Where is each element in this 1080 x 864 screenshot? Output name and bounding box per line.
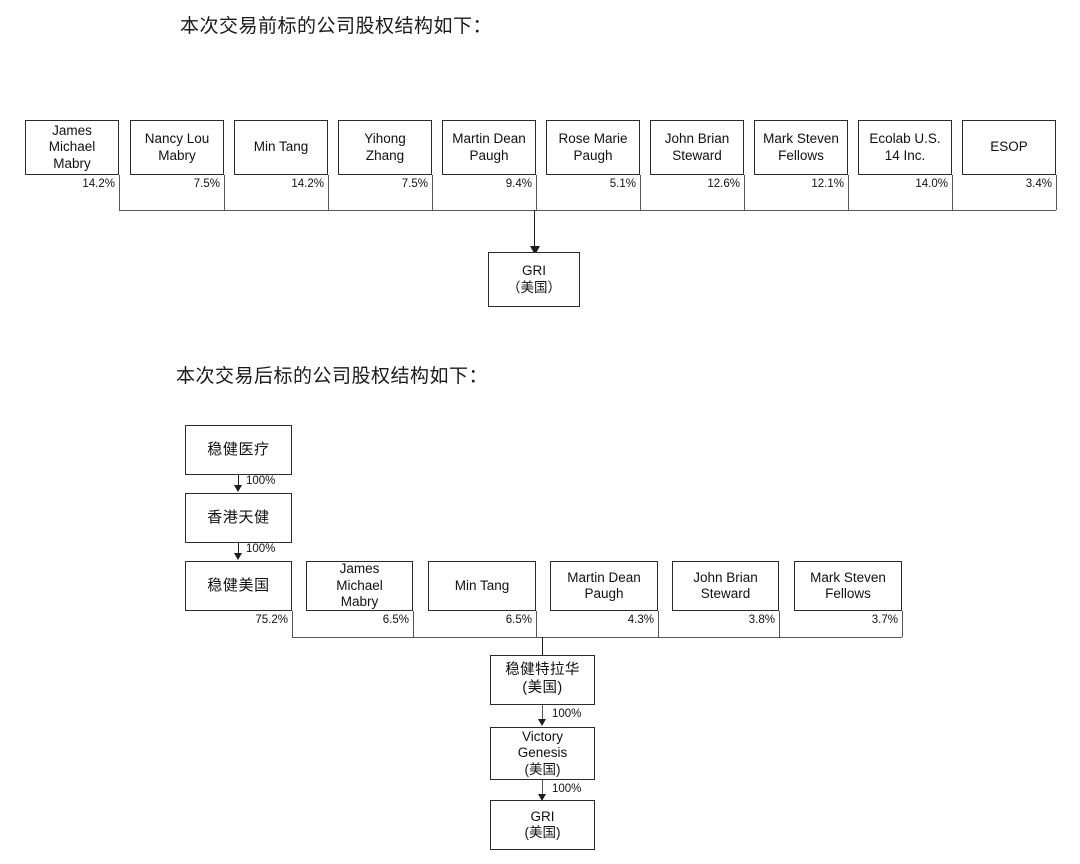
arrowhead-hk-to-usa [234, 553, 242, 560]
pct-hk-to-usa: 100% [246, 543, 276, 555]
pct-john-brian-steward: 3.8% [748, 614, 775, 626]
heading-before-transaction: 本次交易前标的公司股权结构如下： [180, 16, 493, 37]
node-winner-delaware-line2: (美国) [522, 680, 563, 696]
droplink-james-michael-mabry [413, 611, 414, 637]
node-before-label: ESOP [990, 139, 1028, 155]
pct-victory-to-gri: 100% [552, 783, 582, 795]
arrowhead-delaware-to-victory [538, 719, 546, 726]
droplink-稳健美国 [292, 611, 293, 637]
droplink-min-tang [536, 611, 537, 637]
node-winner-delaware-line1: 稳健特拉华 [505, 662, 580, 679]
droplink-mark-steven-fellows [848, 175, 849, 210]
pct-mark-steven-fellows: 3.7% [871, 614, 898, 626]
node-gri-after-line1: GRI [530, 808, 555, 824]
pct-mark-steven-fellows: 12.1% [811, 178, 844, 190]
node-before-target-arrowhead [529, 246, 540, 255]
droplink-john-brian-steward [744, 175, 745, 210]
droplink-mark-steven-fellows [902, 611, 903, 637]
droplink-john-brian-steward [779, 611, 780, 637]
connector-hk-to-usa [238, 543, 239, 554]
pct-esop: 3.4% [1025, 178, 1052, 190]
pct-john-brian-steward: 12.6% [707, 178, 740, 190]
node-before-label: Min Tang [253, 139, 309, 155]
node-before-bus [119, 210, 1056, 211]
heading-after-transaction: 本次交易后标的公司股权结构如下： [176, 366, 489, 387]
droplink-yihong-zhang [432, 175, 433, 210]
node-after-bus [292, 637, 902, 638]
pct-james-michael-mabry: 14.2% [82, 178, 115, 190]
pct-rose-marie-paugh: 5.1% [609, 178, 636, 190]
node-after-label: Min Tang [454, 577, 510, 593]
pct-min-tang: 14.2% [291, 178, 324, 190]
pct-martin-dean-paugh: 4.3% [627, 614, 654, 626]
node-hongkong-tianjian-label: 香港天健 [207, 508, 270, 526]
node-winner-medical-label: 稳健医疗 [207, 440, 270, 458]
droplink-james-michael-mabry [119, 175, 120, 210]
node-gri-before[interactable]: GRI （美国） [488, 252, 580, 307]
node-winner-medical[interactable]: 稳健医疗 [185, 425, 292, 475]
connector-delaware-to-victory [542, 705, 543, 721]
pct-james-michael-mabry: 6.5% [382, 614, 409, 626]
droplink-nancy-lou-mabry [224, 175, 225, 210]
arrowhead-victory-to-gri [538, 794, 546, 801]
node-after-稳健美国[interactable]: 稳健美国 [185, 561, 292, 611]
pct-delaware-to-victory: 100% [552, 708, 582, 720]
pct-nancy-lou-mabry: 7.5% [193, 178, 220, 190]
node-winner-delaware[interactable]: 稳健特拉华 (美国) [490, 655, 595, 705]
droplink-ecolab-u-s-14-inc [952, 175, 953, 210]
pct-ecolab-u-s-14-inc: 14.0% [915, 178, 948, 190]
pct-稳健美国: 75.2% [255, 614, 288, 626]
node-hongkong-tianjian[interactable]: 香港天健 [185, 493, 292, 543]
pct-martin-dean-paugh: 9.4% [505, 178, 532, 190]
node-gri-before-line1: GRI [521, 263, 546, 279]
node-after-target-connector [542, 637, 543, 657]
node-before-label: Ecolab U.S.14 Inc. [869, 131, 941, 163]
node-after-label: 稳健美国 [207, 576, 270, 594]
pct-min-tang: 6.5% [505, 614, 532, 626]
droplink-martin-dean-paugh [536, 175, 537, 210]
node-before-esop[interactable]: ESOP [962, 120, 1056, 175]
droplink-esop [1056, 175, 1057, 210]
droplink-martin-dean-paugh [658, 611, 659, 637]
droplink-rose-marie-paugh [640, 175, 641, 210]
connector-victory-to-gri [542, 780, 543, 796]
arrowhead-winner-to-hk [234, 485, 242, 492]
node-victory-genesis-line2: (美国) [524, 761, 561, 777]
node-before-min-tang[interactable]: Min Tang [234, 120, 328, 175]
node-after-min-tang[interactable]: Min Tang [428, 561, 536, 611]
node-gri-before-line2: （美国） [507, 279, 561, 295]
node-before-ecolab-u-s-14-inc[interactable]: Ecolab U.S.14 Inc. [858, 120, 952, 175]
node-gri-after-line2: (美国) [524, 825, 561, 840]
connector-winner-to-hk [238, 475, 239, 486]
node-gri-after[interactable]: GRI (美国) [490, 800, 595, 850]
pct-yihong-zhang: 7.5% [401, 178, 428, 190]
droplink-min-tang [328, 175, 329, 210]
pct-winner-to-hk: 100% [246, 475, 276, 487]
node-before-target-connector [534, 210, 535, 248]
